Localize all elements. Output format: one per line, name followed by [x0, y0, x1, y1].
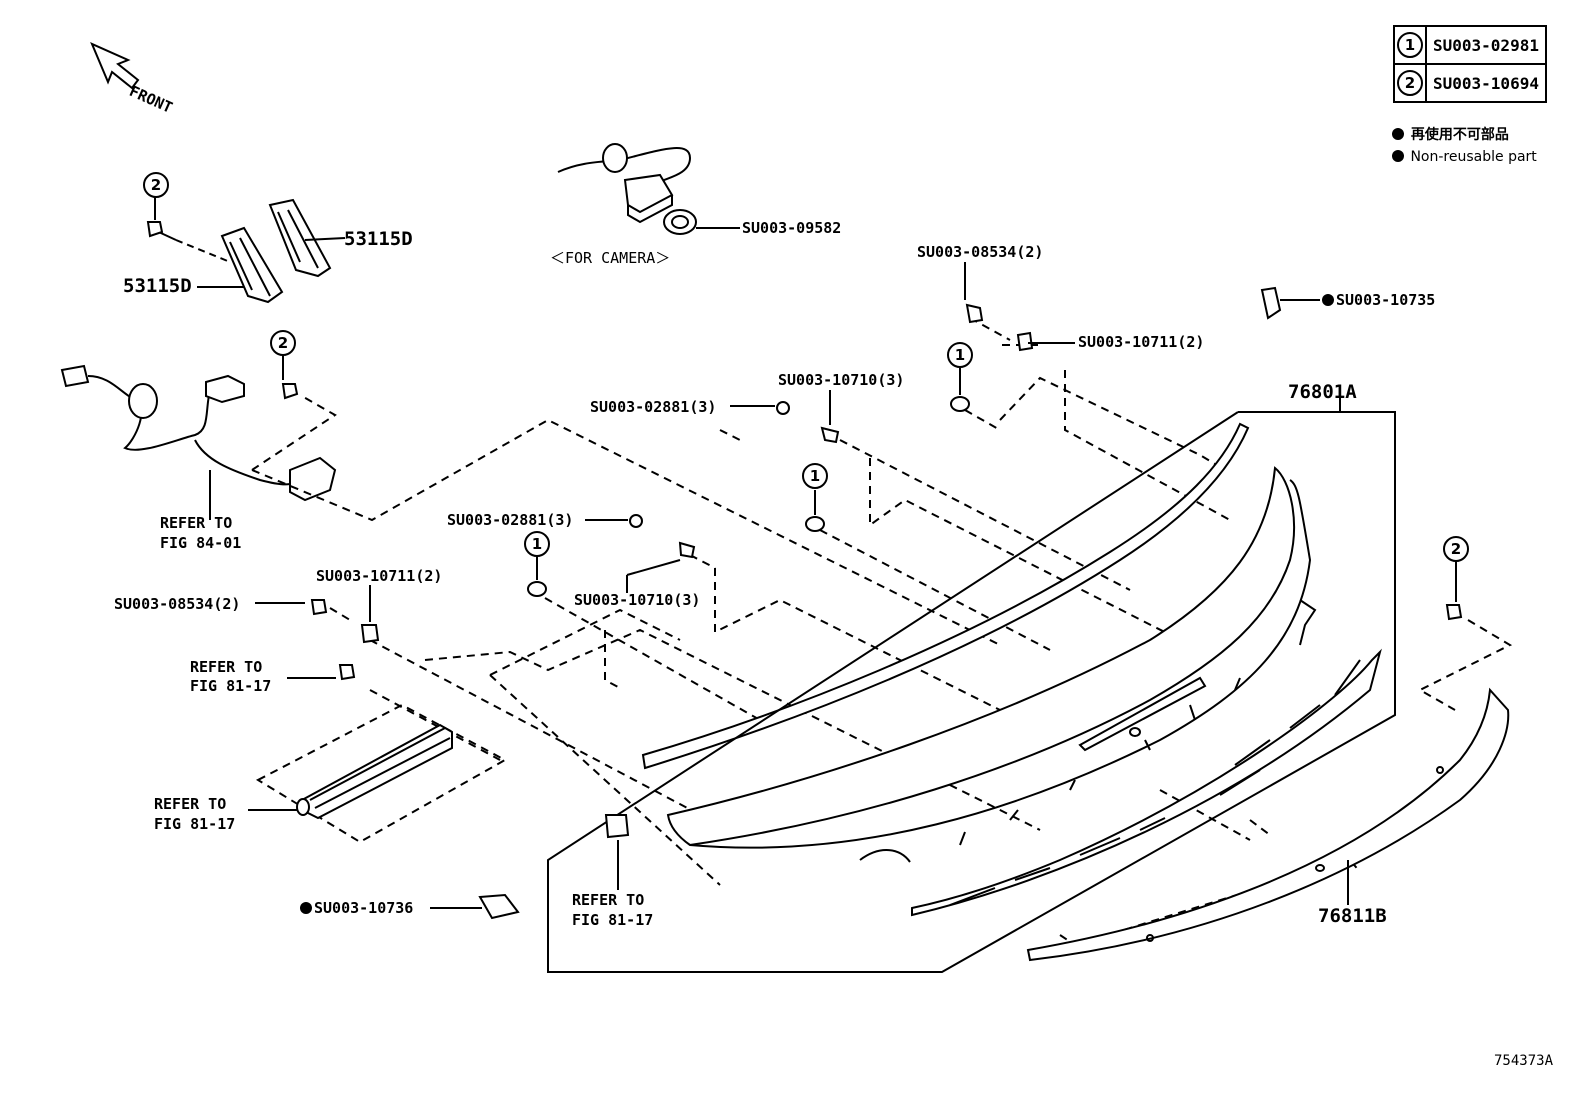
non-reusable-dot-icon: [1322, 294, 1334, 306]
callout-2: 2: [143, 172, 169, 198]
legend-part: SU003-02981: [1425, 25, 1547, 65]
garnish-76811b: [1026, 687, 1510, 962]
label-53115d: 53115D: [344, 228, 413, 250]
label-refer-to: REFER TO: [154, 795, 227, 813]
camera-assembly: [557, 143, 740, 235]
callout-1: 1: [524, 531, 550, 557]
spoiler-76801a: [641, 422, 1317, 863]
callout-2-icon: 2: [1397, 70, 1423, 96]
callout-2: 2: [1443, 536, 1469, 562]
label-76801a: 76801A: [1288, 381, 1357, 403]
label-fig-81-17: FIG 81-17: [190, 677, 272, 695]
note-jp-text: 再使用不可部品: [1410, 127, 1509, 143]
callout-2: 2: [270, 330, 296, 356]
label-su003-10711: SU003-10711(2): [1078, 333, 1205, 351]
bracket-53115d: [220, 198, 332, 304]
label-su003-09582: SU003-09582: [742, 219, 842, 237]
legend-row: 1 SU003-02981: [1393, 25, 1547, 65]
label-su003-10710: SU003-10710(3): [778, 371, 905, 389]
non-reusable-dot-icon: [300, 902, 312, 914]
legend-table: 1 SU003-02981 2 SU003-10694: [1393, 25, 1547, 103]
note-en-text: Non-reusable part: [1410, 149, 1537, 165]
label-su003-08534: SU003-08534(2): [114, 595, 241, 613]
label-for-camera: ＜FOR CAMERA＞: [550, 249, 671, 267]
label-su003-10735: SU003-10735: [1322, 291, 1435, 309]
callout-1-icon: 1: [1397, 32, 1423, 58]
note-jp: 再使用不可部品: [1392, 124, 1509, 144]
label-fig-84-01: FIG 84-01: [160, 534, 242, 552]
callout-1: 1: [947, 342, 973, 368]
label-su003-02881: SU003-02881(3): [590, 398, 717, 416]
front-arrow-icon: [90, 42, 140, 90]
non-reusable-dot-icon: [1392, 150, 1404, 162]
label-53115d: 53115D: [123, 275, 192, 297]
label-su003-10711: SU003-10711(2): [316, 567, 443, 585]
label-su003-10736: SU003-10736: [300, 899, 413, 917]
label-76811b: 76811B: [1318, 905, 1387, 927]
callout-1: 1: [802, 463, 828, 489]
label-refer-to: REFER TO: [190, 658, 263, 676]
label-fig-81-17: FIG 81-17: [154, 815, 236, 833]
label-refer-to: REFER TO: [572, 891, 645, 909]
label-su003-10710: SU003-10710(3): [574, 591, 701, 609]
legend-row: 2 SU003-10694: [1393, 63, 1547, 103]
wire-harness: [60, 364, 337, 520]
label-su003-02881: SU003-02881(3): [447, 511, 574, 529]
non-reusable-dot-icon: [1392, 128, 1404, 140]
leader-lines: [154, 196, 1457, 909]
label-fig-81-17: FIG 81-17: [572, 911, 654, 929]
label-su003-08534: SU003-08534(2): [917, 243, 1044, 261]
label-refer-to: REFER TO: [160, 514, 233, 532]
legend-part: SU003-10694: [1425, 63, 1547, 103]
note-en: Non-reusable part: [1392, 149, 1537, 165]
figure-id: 754373A: [1494, 1053, 1554, 1069]
fastener-screws: [146, 221, 1463, 920]
garnish-strip: [911, 648, 1382, 917]
lamp-assembly: [255, 703, 508, 844]
